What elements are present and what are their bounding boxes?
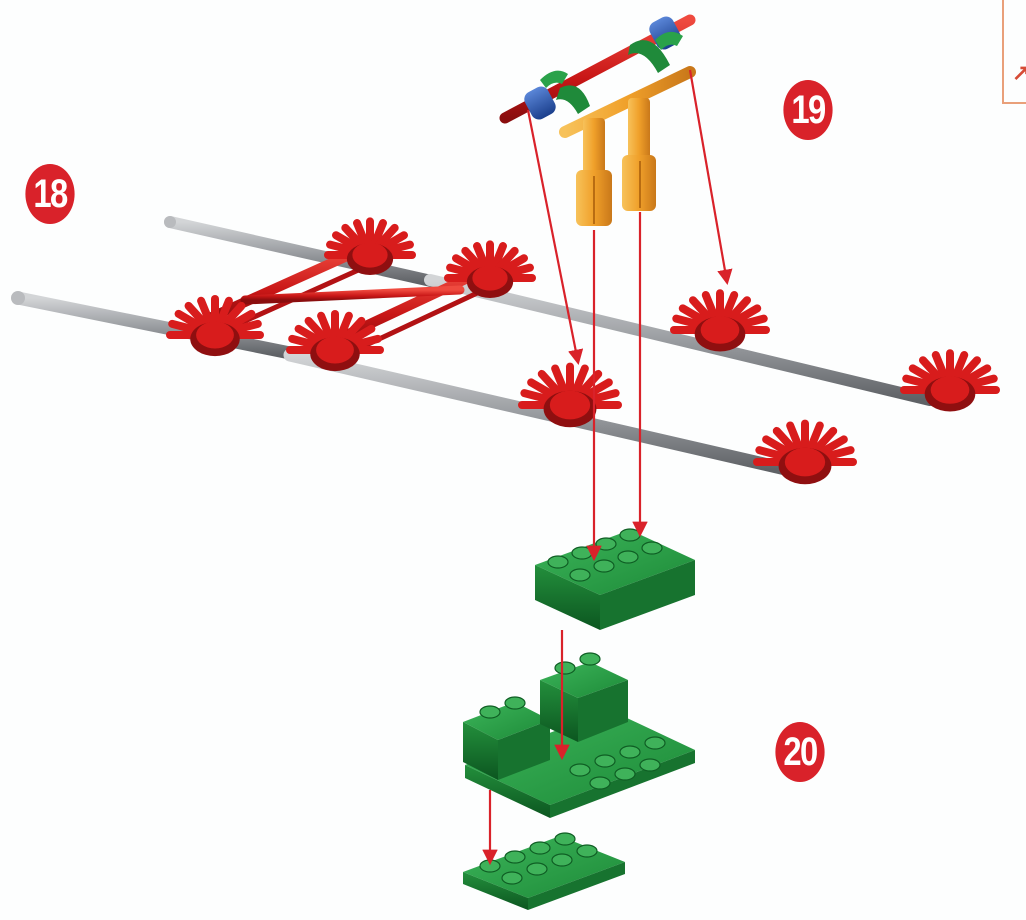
brick-stud (555, 833, 575, 845)
brick-stud (548, 556, 568, 568)
brick-stud (645, 737, 665, 749)
step-20-badge: 20 (775, 722, 824, 782)
brick-stud (594, 560, 614, 572)
step-18-number: 18 (33, 172, 66, 217)
brick-stud (620, 746, 640, 758)
arrow-line (528, 110, 578, 362)
brick-stud (618, 551, 638, 563)
brick-stud (572, 547, 592, 559)
brick-stud (580, 653, 600, 665)
brick-stud (570, 569, 590, 581)
brick-stud (527, 863, 547, 875)
brick-stud (505, 851, 525, 863)
brick-stud (595, 755, 615, 767)
brick-stud (590, 777, 610, 789)
step-19-number: 19 (791, 88, 824, 133)
brick-stud (552, 854, 572, 866)
brick-stud (530, 842, 550, 854)
brick-stud (577, 845, 597, 857)
step-19-badge: 19 (783, 80, 832, 140)
arrow-line (690, 70, 727, 282)
brick-stud (502, 872, 522, 884)
step19-assembly (505, 14, 690, 226)
brick-stud (640, 759, 660, 771)
brick-stud (620, 529, 640, 541)
red-connectors (170, 221, 996, 484)
brick-stud (642, 542, 662, 554)
step-20-number: 20 (783, 730, 816, 775)
brick-stud (615, 768, 635, 780)
brick-stud (505, 697, 525, 709)
brick-stud (555, 662, 575, 674)
connector-piece (328, 221, 412, 275)
brick-stud (570, 764, 590, 776)
brick-stud (596, 538, 616, 550)
connector-piece (757, 424, 853, 485)
brick-stud (480, 706, 500, 718)
axle-rear-right (430, 280, 930, 400)
step-18-badge: 18 (25, 164, 74, 224)
